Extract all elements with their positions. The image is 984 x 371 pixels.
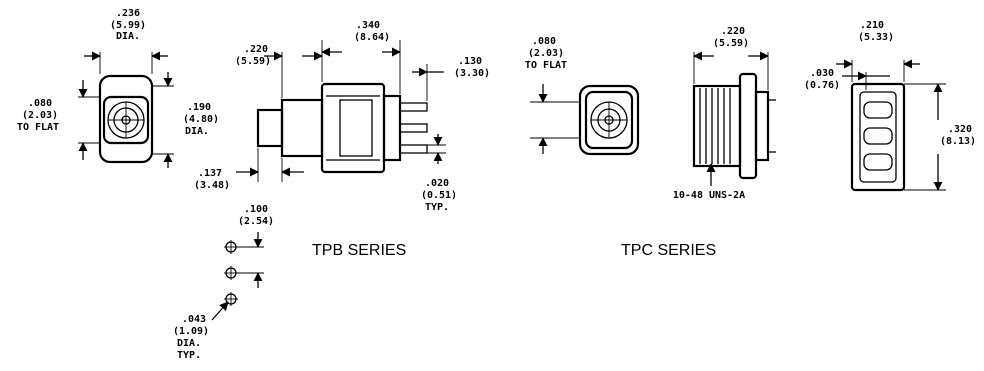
tpc-rear-body — [754, 90, 770, 162]
tpc-bottom-height-l2: (8.13) — [940, 136, 976, 147]
tpc-bottom-contact-2 — [863, 127, 893, 145]
tpb-side-pin-l1: .020 — [425, 178, 449, 189]
tpc-front-body — [578, 84, 640, 156]
tpc-series-label: TPC SERIES — [621, 242, 716, 259]
tpb-front-sidedia-l1: .190 — [187, 102, 211, 113]
tpb-front-body — [98, 74, 154, 164]
tpb-side-height-l2: (5.59) — [235, 56, 271, 67]
tpb-front-sidedia-l3: DIA. — [185, 126, 209, 137]
tpb-footprint-hole-l3: DIA. — [177, 338, 201, 349]
tpb-side-pin-l2: (0.51) — [421, 190, 457, 201]
tpc-nut — [738, 72, 758, 180]
tpc-bottom-width-l2: (5.33) — [858, 32, 894, 43]
tpc-front-bezel — [584, 90, 634, 150]
tpb-series-label: TPB SERIES — [312, 242, 406, 259]
tpb-front-dia-l3: DIA. — [116, 31, 140, 42]
tpb-front-dia-l2: (5.99) — [110, 20, 146, 31]
tpb-housing-window — [339, 99, 373, 157]
tpc-bottom-inset-l2: (0.76) — [804, 80, 840, 91]
tpc-side-width-l1: .220 — [721, 26, 745, 37]
tpb-side-height-l1: .220 — [244, 44, 268, 55]
tpc-bottom-contact-1 — [863, 101, 893, 119]
tpb-housing — [320, 82, 386, 174]
tpc-bottom-inner — [859, 91, 897, 183]
tpb-front-view — [78, 51, 174, 168]
tpb-rear — [382, 94, 402, 162]
tpb-footprint-pitch-l2: (2.54) — [238, 216, 274, 227]
tpb-pin-3 — [399, 144, 428, 154]
tpb-bushing — [280, 98, 324, 158]
tpc-bottom-body — [850, 82, 906, 192]
tpb-side-length-l2: (8.64) — [354, 32, 390, 43]
tpb-side-length-l1: .340 — [356, 20, 380, 31]
tpb-front-bezel — [102, 95, 150, 145]
tpb-front-flat-l2: (2.03) — [22, 110, 58, 121]
tpb-footprint-hole-l4: TYP. — [177, 350, 201, 361]
tpb-side-plunger-l1: .137 — [198, 168, 222, 179]
tpb-side-view — [236, 40, 446, 182]
tpb-pin-2 — [399, 123, 428, 133]
tpc-bottom-view — [836, 59, 946, 192]
tpb-pin-1 — [399, 102, 428, 112]
tpc-bottom-inset-l1: .030 — [810, 68, 834, 79]
tpb-front-flat-l3: TO FLAT — [17, 122, 59, 133]
tpb-side-tip-l1: .130 — [458, 56, 482, 67]
tpc-side-thread-label: 10-48 UNS-2A — [673, 190, 745, 201]
tpc-front-flat-l3: TO FLAT — [525, 60, 567, 71]
tpb-plunger — [256, 108, 284, 148]
tpb-front-dia-l1: .236 — [116, 8, 140, 19]
tpb-footprint — [211, 232, 264, 321]
tpc-thread-body — [692, 84, 742, 168]
tpb-side-tip-l2: (3.30) — [454, 68, 490, 79]
tpc-bottom-width-l1: .210 — [860, 20, 884, 31]
tpc-side-width-l2: (5.59) — [713, 38, 749, 49]
tpc-front-view — [530, 84, 640, 156]
tpb-front-flat-l1: .080 — [28, 98, 52, 109]
tpb-front-sidedia-l2: (4.80) — [183, 114, 219, 125]
tpb-side-pin-l3: TYP. — [425, 202, 449, 213]
tpc-front-flat-l2: (2.03) — [528, 48, 564, 59]
tpc-bottom-height-l1: .320 — [948, 124, 972, 135]
tpc-side-view — [692, 51, 776, 186]
tpc-bottom-contact-3 — [863, 153, 893, 171]
tpb-side-plunger-l2: (3.48) — [194, 180, 230, 191]
tpb-footprint-pitch-l1: .100 — [244, 204, 268, 215]
tpb-footprint-hole-l1: .043 — [182, 314, 206, 325]
tpc-front-flat-l1: .080 — [532, 36, 556, 47]
tpb-footprint-hole-l2: (1.09) — [173, 326, 209, 337]
